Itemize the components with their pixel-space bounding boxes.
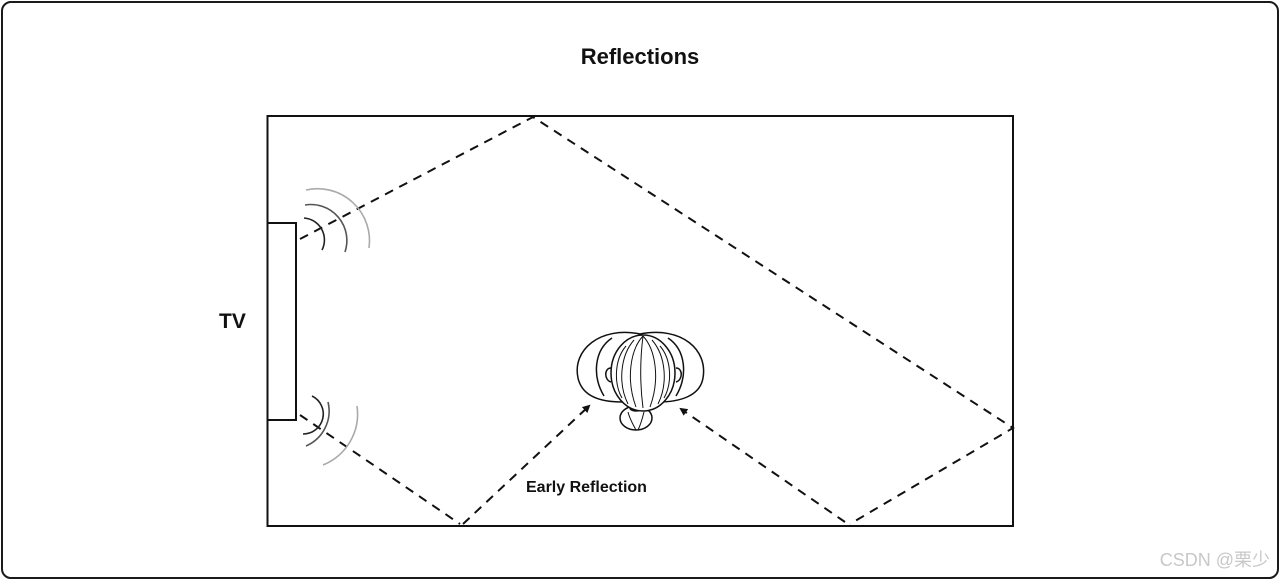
early-reflection-label: Early Reflection xyxy=(526,479,647,496)
tv-label: TV xyxy=(219,310,246,333)
room-outline xyxy=(266,115,1014,527)
listener-head-icon xyxy=(576,331,705,431)
reflection-paths xyxy=(299,115,1015,525)
tv-screen xyxy=(266,222,297,421)
sound-wave-icon xyxy=(302,395,359,466)
watermark: CSDN @栗少 xyxy=(1159,550,1270,570)
lower-reflection-path xyxy=(299,414,461,525)
early-reflection-left-arrow xyxy=(462,404,591,525)
sound-wave-icon xyxy=(303,187,371,253)
diagram-title: Reflections xyxy=(580,44,700,69)
early-reflection-right-arrow xyxy=(679,407,846,523)
upper-reflection-path xyxy=(299,115,1015,525)
